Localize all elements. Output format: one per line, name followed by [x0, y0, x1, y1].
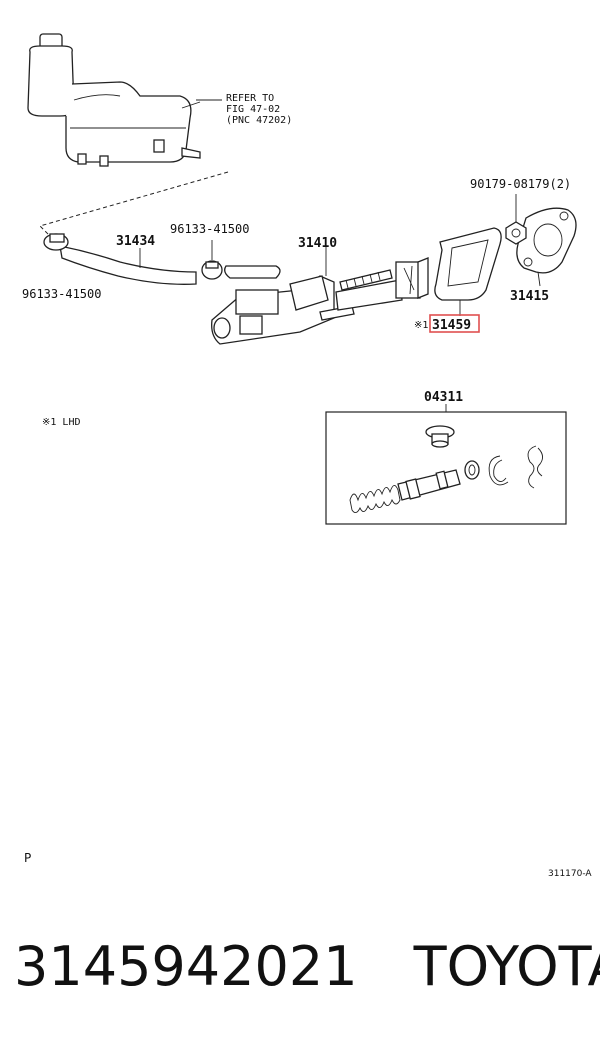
label-fig-code: 311170-A: [548, 869, 592, 879]
connection-dashed-line: [39, 171, 229, 239]
gasket-31459: [434, 227, 502, 316]
refer-note: REFER TO FIG 47-02 (PNC 47202): [196, 93, 292, 126]
refer-note-line1: REFER TO: [226, 93, 274, 104]
label-31459: 31459: [432, 318, 471, 333]
footer-caption: 3145942021 TOYOTA: [14, 935, 600, 998]
refer-note-line3: (PNC 47202): [226, 115, 292, 126]
pipe-nipple: [224, 265, 281, 279]
highlight-box: [429, 314, 480, 333]
clamp-left: [43, 233, 69, 251]
label-31434: 31434: [116, 234, 155, 249]
clamp-top: [201, 240, 223, 280]
reservoir-tank: [27, 33, 201, 167]
repair-kit-04311: [325, 404, 567, 525]
master-cylinder-31410: [211, 240, 429, 345]
hose-31434: [59, 245, 197, 285]
refer-note-line2: FIG 47-02: [226, 104, 280, 115]
nut-90179: [505, 194, 527, 245]
label-31459-mark: ※1: [414, 320, 428, 331]
label-p-mark: P: [24, 851, 31, 865]
label-lhd-note: ※1 LHD: [42, 417, 80, 428]
label-96133-left: 96133-41500: [22, 287, 101, 301]
label-96133-top: 96133-41500: [170, 222, 249, 236]
footer-part-number: 3145942021: [14, 935, 358, 998]
footer-brand: TOYOTA: [413, 935, 600, 998]
label-04311: 04311: [424, 390, 463, 405]
label-31415: 31415: [510, 289, 549, 304]
gasket-31415: [516, 207, 577, 287]
label-31410: 31410: [298, 236, 337, 251]
label-90179: 90179-08179(2): [470, 177, 571, 191]
